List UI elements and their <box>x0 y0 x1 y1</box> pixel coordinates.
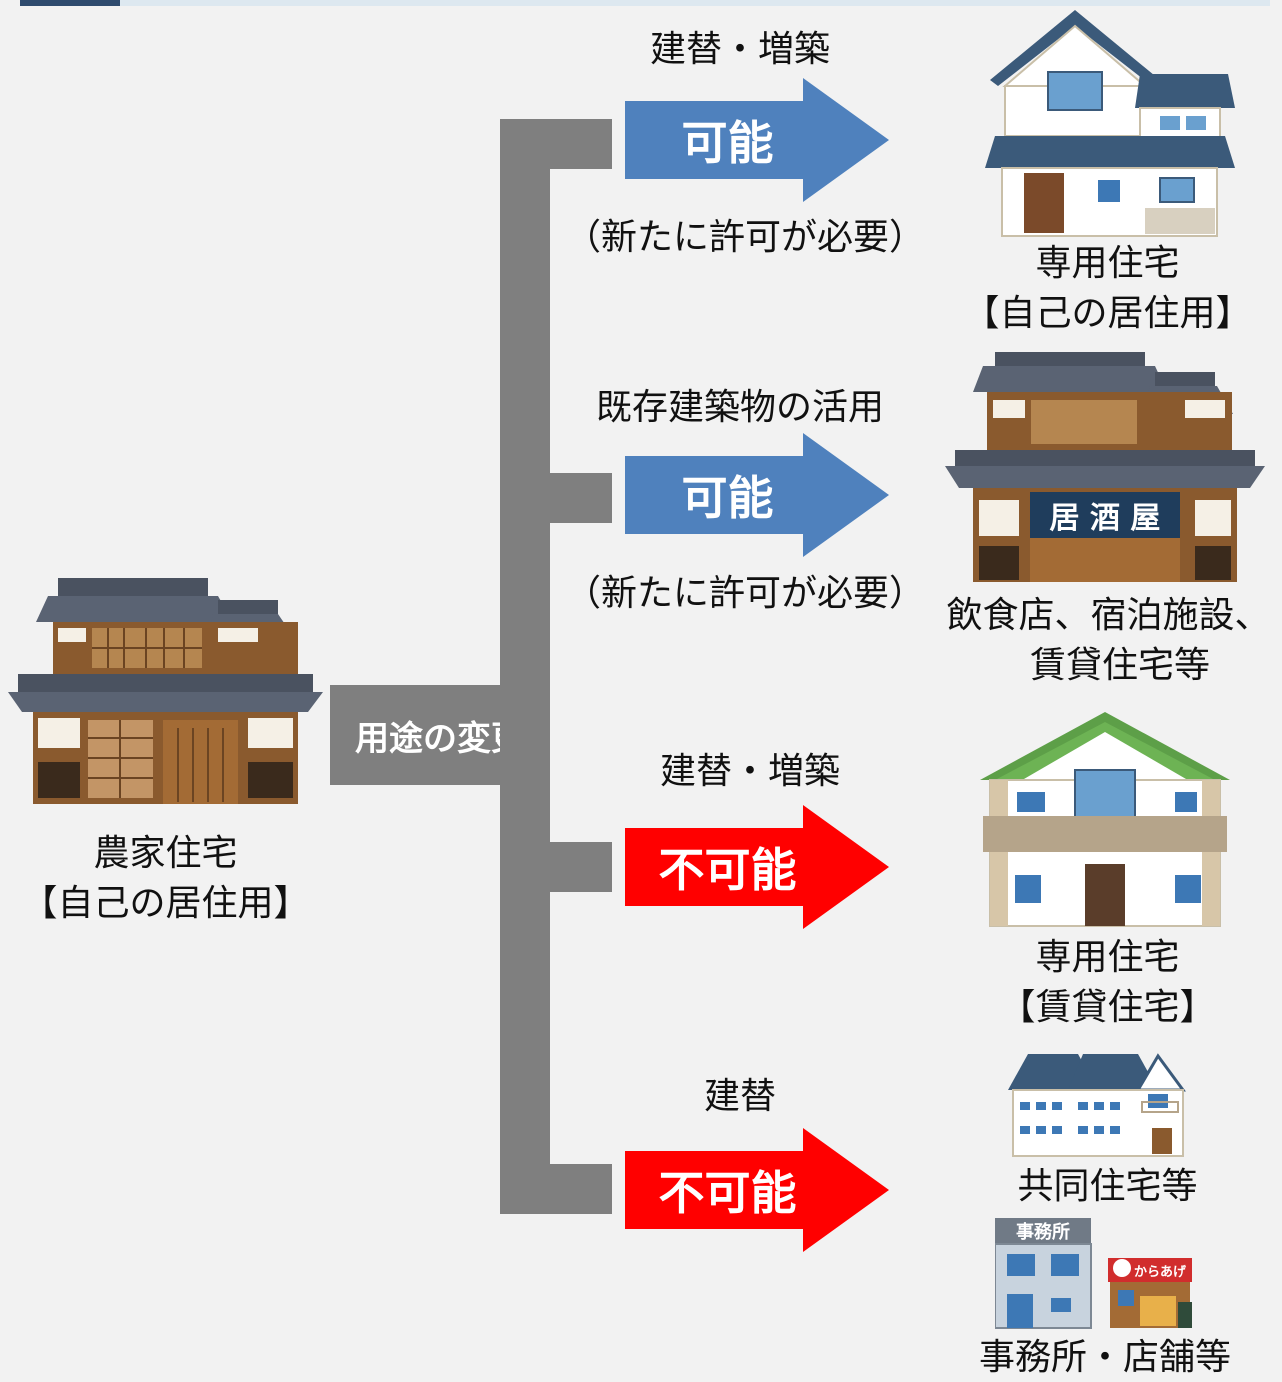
target-2-label-line1: 飲食店、宿泊施設、 <box>946 595 1271 636</box>
branch-connector-4 <box>550 1164 612 1214</box>
office-building-icon: 事務所 <box>995 1218 1092 1329</box>
branch-connector-2 <box>550 473 612 523</box>
branch-2-arrow: 可能 <box>625 433 889 557</box>
branch-2-verdict: 可能 <box>681 471 774 525</box>
branch-3-top-label: 建替・増築 <box>659 751 840 792</box>
trunk-label: 用途の変更 <box>355 718 525 759</box>
apartment-building-icon <box>1008 1053 1186 1157</box>
branch-3-arrow: 不可能 <box>625 805 889 929</box>
branch-1-note: （新たに許可が必要） <box>564 217 925 258</box>
branch-connector-1 <box>550 119 612 169</box>
target-1-label-line2: 【自己の居住用】 <box>963 293 1252 334</box>
branch-connector-3 <box>550 842 612 892</box>
vertical-connector <box>500 119 550 1214</box>
branch-1-verdict: 可能 <box>681 116 774 170</box>
target-3-label-line2: 【賃貸住宅】 <box>999 987 1216 1028</box>
source-label-line2: 【自己の居住用】 <box>21 883 310 924</box>
izakaya-sign-text: 居 酒 屋 <box>1050 501 1161 536</box>
shop-sign-text: からあげ <box>1134 1264 1187 1280</box>
branch-1-arrow: 可能 <box>625 78 889 202</box>
target-3-label-line1: 専用住宅 <box>1035 937 1180 978</box>
target-4-label-line1: 共同住宅等 <box>1017 1166 1198 1207</box>
target-1-label-line1: 専用住宅 <box>1035 243 1180 284</box>
target-4-office-image: 事務所 <box>995 1218 1095 1330</box>
traditional-farmhouse-icon <box>8 578 323 804</box>
branch-4-verdict: 不可能 <box>658 1166 797 1220</box>
source-label-line1: 農家住宅 <box>93 833 238 874</box>
branch-4-arrow: 不可能 <box>625 1128 889 1252</box>
target-4-shop-image: からあげ <box>1108 1248 1196 1330</box>
target-1-image <box>980 8 1240 240</box>
branch-3-verdict: 不可能 <box>658 843 797 897</box>
rental-house-icon <box>980 712 1230 927</box>
target-2-image: 居 酒 屋 <box>945 350 1265 584</box>
branch-1-top-label: 建替・増築 <box>649 29 830 70</box>
target-3-image <box>975 710 1235 930</box>
branch-4-top-label: 建替 <box>703 1076 776 1117</box>
target-2-label-line2: 賃貸住宅等 <box>1029 645 1210 686</box>
izakaya-building-icon: 居 酒 屋 <box>945 352 1265 582</box>
office-sign-text: 事務所 <box>1016 1221 1070 1243</box>
two-story-house-icon <box>985 10 1235 237</box>
top-bar <box>120 0 1270 6</box>
target-4-apartment-image <box>1008 1052 1188 1158</box>
target-4-label-line2: 事務所・店舗等 <box>978 1337 1231 1378</box>
karaage-shop-icon: からあげ <box>1108 1258 1192 1328</box>
top-bar-accent <box>20 0 120 6</box>
branch-2-top-label: 既存建築物の活用 <box>595 387 884 428</box>
farmhouse-image <box>8 570 323 810</box>
branch-2-note: （新たに許可が必要） <box>564 573 925 614</box>
